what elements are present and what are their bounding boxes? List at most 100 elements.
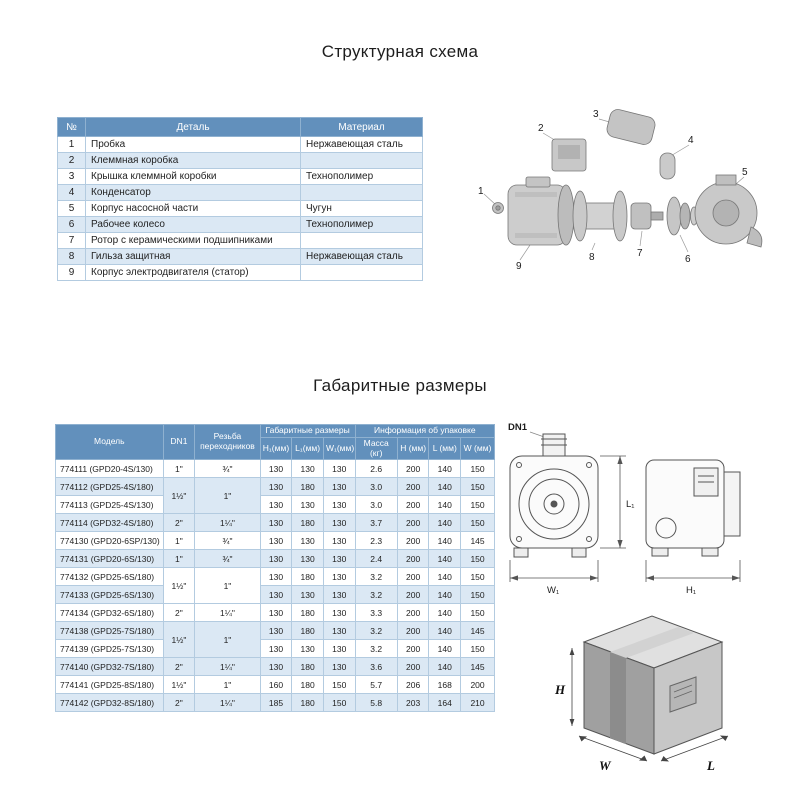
model-cell: 774133 (GPD25-6S/130) bbox=[55, 585, 164, 605]
dims-header-h: H (мм) bbox=[396, 436, 430, 461]
model-cell: 774131 (GPD20-6S/130) bbox=[55, 549, 164, 569]
mass-cell: 2.4 bbox=[354, 549, 398, 569]
model-cell: 774111 (GPD20-4S/130) bbox=[55, 459, 164, 479]
parts-table-header-row: № Деталь Материал bbox=[57, 117, 423, 137]
mass-cell: 3.0 bbox=[354, 495, 398, 515]
mass-cell: 2.6 bbox=[354, 459, 398, 479]
l-cell: 168 bbox=[428, 675, 462, 695]
model-cell: 774114 (GPD32-4S/180) bbox=[55, 513, 164, 533]
h1-cell: 130 bbox=[259, 567, 293, 587]
l1-cell: 180 bbox=[291, 477, 324, 497]
h-cell: 200 bbox=[396, 495, 430, 515]
dn1-cell: 1" bbox=[162, 531, 196, 551]
w-cell: 150 bbox=[460, 567, 495, 587]
thread-cell: 1" bbox=[194, 621, 261, 659]
w1-cell: 130 bbox=[322, 495, 356, 515]
callout-7: 7 bbox=[637, 248, 643, 259]
model-cell: 774139 (GPD25-7S/130) bbox=[55, 639, 164, 659]
h1-cell: 160 bbox=[259, 675, 293, 695]
dimensions-section-title: Габаритные размеры bbox=[313, 376, 487, 395]
h1-dimension-label: H₁ bbox=[686, 585, 696, 596]
h1-cell: 130 bbox=[259, 639, 293, 659]
part-detail: Корпус насосной части bbox=[85, 200, 301, 217]
w1-cell: 130 bbox=[322, 459, 356, 479]
mass-cell: 5.8 bbox=[354, 693, 398, 713]
l1-cell: 180 bbox=[291, 567, 324, 587]
h-cell: 200 bbox=[396, 477, 430, 497]
model-cell: 774113 (GPD25-4S/130) bbox=[55, 495, 164, 515]
mass-cell: 3.2 bbox=[354, 639, 398, 659]
part-number: 8 bbox=[57, 248, 86, 265]
part-detail: Клеммная коробка bbox=[85, 152, 301, 169]
h-cell: 200 bbox=[396, 549, 430, 569]
dims-header-row-1: Модель DN1 Резьба переходников Габаритны… bbox=[55, 423, 496, 461]
pump-front-view bbox=[509, 433, 599, 558]
part-terminal-cover bbox=[606, 109, 656, 145]
l1-cell: 130 bbox=[291, 585, 324, 605]
model-cell: 774112 (GPD25-4S/180) bbox=[55, 477, 164, 497]
callout-9: 9 bbox=[516, 261, 522, 272]
l-cell: 140 bbox=[428, 495, 462, 515]
dn1-cell: 1½" bbox=[162, 675, 196, 695]
part-detail: Гильза защитная bbox=[85, 248, 301, 265]
dims-header-model: Модель bbox=[55, 423, 164, 461]
callout-4: 4 bbox=[688, 135, 694, 146]
part-detail: Рабочее колесо bbox=[85, 216, 301, 233]
part-material: Нержавеющая сталь bbox=[300, 136, 423, 153]
w1-cell: 130 bbox=[322, 549, 356, 569]
mass-cell: 5.7 bbox=[354, 675, 398, 695]
w-cell: 150 bbox=[460, 639, 495, 659]
l1-cell: 180 bbox=[291, 621, 324, 641]
l1-dimension bbox=[600, 455, 626, 549]
l-cell: 140 bbox=[428, 621, 462, 641]
dims-header-w: W (мм) bbox=[460, 436, 495, 461]
w-cell: 150 bbox=[460, 513, 495, 533]
mass-cell: 3.2 bbox=[354, 621, 398, 641]
l-cell: 164 bbox=[428, 693, 462, 713]
part-plug bbox=[492, 202, 504, 214]
h1-cell: 130 bbox=[259, 459, 293, 479]
dn1-cell: 2" bbox=[162, 513, 196, 533]
w1-cell: 150 bbox=[322, 693, 356, 713]
callout-2: 2 bbox=[538, 123, 544, 134]
part-number: 7 bbox=[57, 232, 86, 249]
l-cell: 140 bbox=[428, 639, 462, 659]
w1-dimension-label: W₁ bbox=[547, 585, 559, 596]
packaging-box-drawing: H W L bbox=[554, 615, 729, 773]
h1-cell: 130 bbox=[259, 495, 293, 515]
part-shaft-sleeve bbox=[572, 190, 628, 242]
h-cell: 200 bbox=[396, 531, 430, 551]
dims-header-h1: H₁(мм) bbox=[259, 436, 293, 461]
dims-header-thread: Резьба переходников bbox=[194, 423, 261, 461]
box-dimension-lines bbox=[569, 648, 729, 762]
part-number: 6 bbox=[57, 216, 86, 233]
h1-dimension bbox=[645, 560, 741, 582]
l1-dimension-label: L₁ bbox=[626, 499, 635, 510]
h1-cell: 130 bbox=[259, 549, 293, 569]
dn1-cell: 1½" bbox=[162, 621, 196, 659]
w1-cell: 130 bbox=[322, 621, 356, 641]
mass-cell: 3.6 bbox=[354, 657, 398, 677]
l-cell: 140 bbox=[428, 657, 462, 677]
h1-cell: 130 bbox=[259, 621, 293, 641]
h1-cell: 130 bbox=[259, 513, 293, 533]
mass-cell: 3.3 bbox=[354, 603, 398, 623]
part-motor-housing bbox=[507, 176, 575, 246]
h-cell: 200 bbox=[396, 567, 430, 587]
pump-side-view bbox=[645, 459, 741, 557]
part-number: 9 bbox=[57, 264, 86, 281]
h1-cell: 130 bbox=[259, 657, 293, 677]
l-cell: 140 bbox=[428, 567, 462, 587]
callout-3: 3 bbox=[593, 109, 599, 120]
structural-section-title: Структурная схема bbox=[321, 42, 479, 61]
part-terminal-box bbox=[551, 138, 587, 172]
w-cell: 150 bbox=[460, 477, 495, 497]
